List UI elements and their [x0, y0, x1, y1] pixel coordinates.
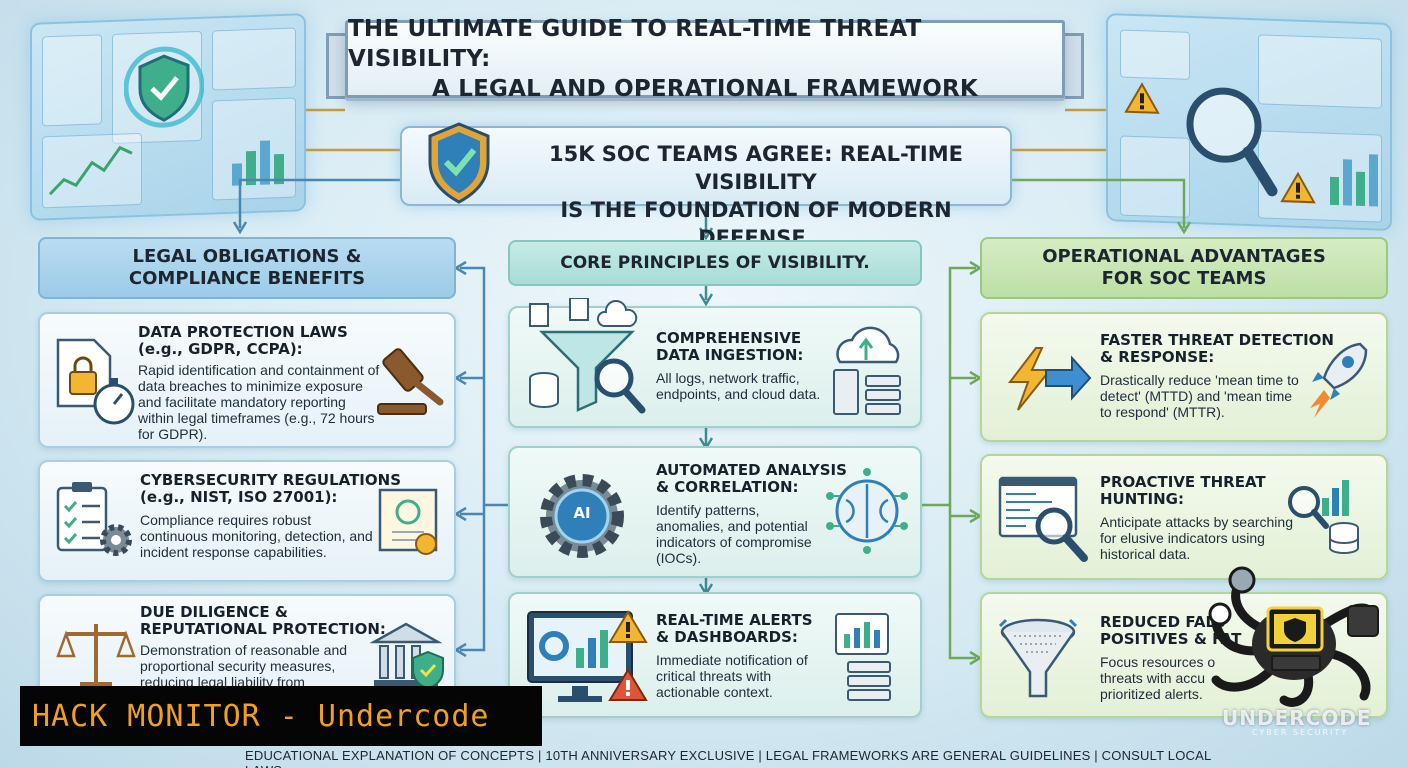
left-dashboard-monitor: [30, 13, 306, 221]
legal-header-line-2: COMPLIANCE BENEFITS: [128, 268, 366, 289]
cybersecurity-title-line-1: CYBERSECURITY REGULATIONS: [140, 471, 401, 489]
automated-analysis-title: AUTOMATED ANALYSIS & CORRELATION:: [656, 462, 847, 496]
checklist-clipboard-icon: [56, 482, 108, 552]
real-time-alerts-title-line-1: REAL-TIME ALERTS: [656, 611, 813, 629]
overlay-label: HACK MONITOR - Undercode: [32, 698, 490, 734]
threat-hunting-body: Anticipate attacks by searching for elus…: [1100, 514, 1293, 562]
data-ingestion-body: All logs, network traffic, endpoints, an…: [656, 370, 821, 402]
threat-hunting-title-line-2: HUNTING:: [1100, 490, 1184, 508]
real-time-alerts-body: Immediate notification of critical threa…: [656, 652, 808, 700]
subtitle-line-2: IS THE FOUNDATION OF MODERN DEFENSE.: [560, 198, 952, 250]
threat-hunting-title: PROACTIVE THREAT HUNTING:: [1100, 474, 1266, 508]
subtitle-banner: 15K SOC TEAMS AGREE: REAL-TIME VISIBILIT…: [400, 122, 1012, 250]
brand-tagline: CYBER SECURITY: [1252, 728, 1349, 737]
warning-icon: [1124, 82, 1160, 114]
locked-document-icon: [56, 338, 112, 408]
magnifier-icon: [1186, 87, 1278, 197]
legal-header-line-1: LEGAL OBLIGATIONS &: [132, 246, 362, 267]
faster-detection-title: FASTER THREAT DETECTION & RESPONSE:: [1100, 332, 1334, 366]
gavel-icon: [377, 348, 444, 415]
lightning-arrow-icon: [1007, 347, 1092, 411]
automated-analysis-title-line-1: AUTOMATED ANALYSIS: [656, 461, 847, 479]
title-banner: THE ULTIMATE GUIDE TO REAL-TIME THREAT V…: [326, 16, 1084, 102]
operational-header-line-1: OPERATIONAL ADVANTAGES: [1042, 246, 1326, 267]
real-time-alerts-title: REAL-TIME ALERTS & DASHBOARDS:: [656, 612, 813, 646]
magnifier-icon: [594, 358, 646, 414]
data-ingestion-title-line-1: COMPREHENSIVE: [656, 329, 802, 347]
data-protection-title-line-1: DATA PROTECTION LAWS: [138, 323, 348, 341]
faster-detection-body: Drastically reduce 'mean time to detect'…: [1100, 372, 1299, 420]
code-window-magnifier-icon: [998, 476, 1088, 562]
octopus-mascot-icon: [1208, 566, 1379, 707]
data-ingestion-title: COMPREHENSIVE DATA INGESTION:: [656, 330, 803, 364]
bar-chart-icon: [232, 140, 284, 186]
real-time-alerts-card: REAL-TIME ALERTS & DASHBOARDS: Immediate…: [508, 592, 922, 718]
ai-label: AI: [573, 504, 591, 522]
operational-header-line-2: FOR SOC TEAMS: [1101, 268, 1267, 289]
data-protection-title-line-2: (e.g., GDPR, CCPA):: [138, 340, 303, 358]
ai-gear-icon: [540, 474, 624, 558]
due-diligence-title: DUE DILIGENCE & REPUTATIONAL PROTECTION:: [140, 604, 386, 638]
threat-hunting-card: PROACTIVE THREAT HUNTING: Anticipate att…: [980, 454, 1388, 580]
data-protection-title: DATA PROTECTION LAWS (e.g., GDPR, CCPA):: [138, 324, 348, 358]
subtitle-line-1: 15K SOC TEAMS AGREE: REAL-TIME VISIBILIT…: [549, 142, 963, 194]
cybersecurity-regulations-body: Compliance requires robust continuous mo…: [140, 512, 373, 560]
data-ingestion-title-line-2: DATA INGESTION:: [656, 346, 804, 364]
data-ingestion-card: COMPREHENSIVE DATA INGESTION: All logs, …: [508, 298, 922, 428]
stopwatch-icon: [93, 378, 135, 425]
cybersecurity-title-line-2: (e.g., NIST, ISO 27001):: [140, 488, 338, 506]
cybersecurity-regulations-title: CYBERSECURITY REGULATIONS (e.g., NIST, I…: [140, 472, 401, 506]
title-line-2: A LEGAL AND OPERATIONAL FRAMEWORK: [432, 76, 978, 102]
brain-network-icon: [826, 468, 908, 554]
reduced-false-positives-title-line-2: POSITIVES & FAT: [1100, 630, 1242, 648]
cloud-upload-icon: [833, 326, 901, 415]
due-diligence-title-line-2: REPUTATIONAL PROTECTION:: [140, 620, 386, 638]
real-time-alerts-title-line-2: & DASHBOARDS:: [656, 628, 798, 646]
automated-analysis-card: AI AUTOMATED ANALYSIS & CORRELATION: Ide…: [508, 446, 922, 578]
faster-detection-title-line-2: & RESPONSE:: [1100, 348, 1215, 366]
automated-analysis-body: Identify patterns, anomalies, and potent…: [656, 502, 812, 566]
operational-advantages-header: OPERATIONAL ADVANTAGES FOR SOC TEAMS: [980, 237, 1388, 299]
threat-hunting-title-line-1: PROACTIVE THREAT: [1100, 473, 1266, 491]
reduced-false-positives-body: Focus resources o threats with accu prio…: [1100, 654, 1216, 702]
data-protection-laws-card: DATA PROTECTION LAWS (e.g., GDPR, CCPA):…: [38, 312, 456, 448]
hack-monitor-overlay: HACK MONITOR - Undercode: [20, 686, 542, 746]
title-line-1: THE ULTIMATE GUIDE TO REAL-TIME THREAT V…: [348, 16, 922, 72]
subtitle-text: 15K SOC TEAMS AGREE: REAL-TIME VISIBILIT…: [506, 140, 1006, 252]
scales-icon: [56, 624, 136, 688]
right-dashboard-monitor: [1106, 13, 1392, 231]
shield-check-icon: [428, 122, 490, 204]
brand-logo: UNDERCODE: [1222, 706, 1372, 730]
dashboard-monitor-icon: [527, 610, 648, 702]
shield-check-icon: [412, 650, 444, 690]
sieve-funnel-icon: [998, 618, 1078, 698]
footer-disclaimer: EDUCATIONAL EXPLANATION OF CONCEPTS | 10…: [245, 748, 1211, 768]
faster-detection-card: FASTER THREAT DETECTION & RESPONSE: Dras…: [980, 312, 1388, 442]
line-chart-icon: [48, 145, 133, 196]
bar-chart-icon: [835, 613, 891, 701]
reduced-false-positives-title-line-1: REDUCED FALS: [1100, 613, 1226, 631]
cybersecurity-regulations-card: CYBERSECURITY REGULATIONS (e.g., NIST, I…: [38, 460, 456, 582]
automated-analysis-title-line-2: & CORRELATION:: [656, 478, 799, 496]
reduced-false-positives-title: REDUCED FALS POSITIVES & FAT: [1100, 614, 1241, 648]
due-diligence-body: Demonstration of reasonable and proporti…: [140, 642, 348, 690]
bar-chart-icon: [1330, 154, 1378, 207]
gear-icon: [100, 524, 132, 556]
shield-check-icon: [124, 46, 204, 128]
chart-magnifier-icon: [1288, 480, 1359, 554]
faster-detection-title-line-1: FASTER THREAT DETECTION: [1100, 331, 1334, 349]
rocket-icon: [1310, 342, 1368, 418]
certificate-icon: [378, 488, 438, 555]
due-diligence-title-line-1: DUE DILIGENCE &: [140, 603, 288, 621]
warning-icon: [1280, 171, 1316, 204]
core-principles-header: CORE PRINCIPLES OF VISIBILITY.: [508, 240, 922, 286]
funnel-icon: [529, 298, 638, 412]
legal-obligations-header: LEGAL OBLIGATIONS & COMPLIANCE BENEFITS: [38, 237, 456, 299]
data-protection-body: Rapid identification and containment of …: [138, 362, 380, 442]
